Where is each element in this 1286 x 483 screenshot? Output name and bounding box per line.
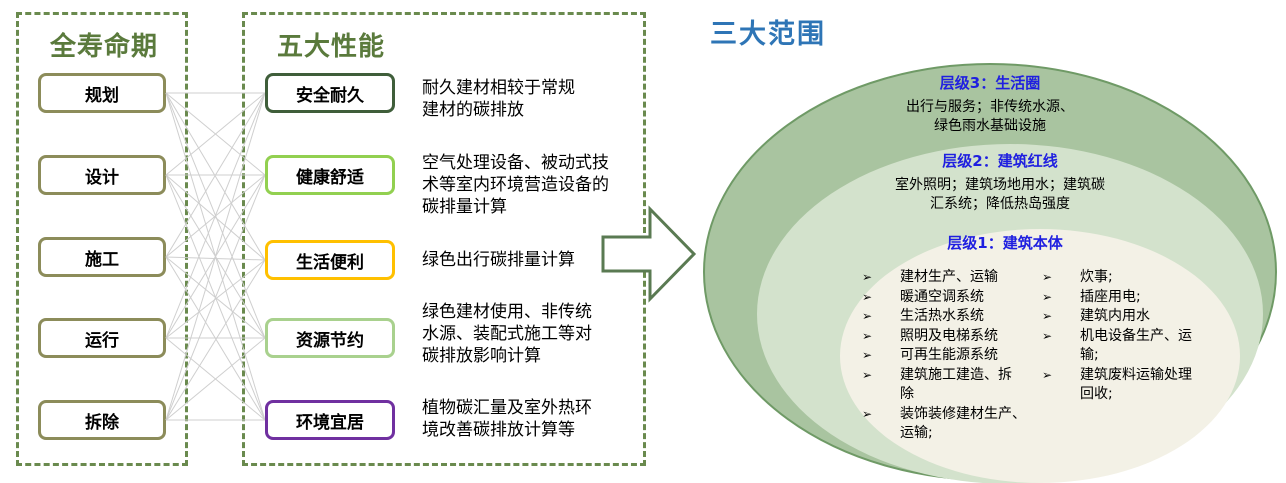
level1-title: 层级1：建筑本体 xyxy=(947,234,1063,252)
bullet-arrow-icon: ➢ xyxy=(862,289,873,304)
level1-right-item: ➢ 建筑内用水 xyxy=(1042,307,1242,327)
level1-left-item: 除 xyxy=(862,385,1052,405)
perf-desc-convenience: 绿色出行碳排量计算 xyxy=(422,250,575,270)
phase-planning: 规划 xyxy=(38,73,166,113)
level2-text: 室外照明；建筑场地用水；建筑碳 汇系统；降低热岛强度 xyxy=(895,177,1105,212)
level1-list-right: ➢ 炊事; ➢ 插座用电; ➢ 建筑内用水 ➢ 机电设备生产、运输; ➢ 建筑废料运输处理回收; xyxy=(1042,268,1242,405)
level1-right-text: 机电设备生产、运 xyxy=(1080,327,1192,344)
level1-ellipse xyxy=(840,229,1240,483)
level1-right-item: 回收; xyxy=(1042,385,1242,405)
level1-left-text: 建材生产、运输 xyxy=(900,269,998,285)
bullet-arrow-icon: ➢ xyxy=(1042,289,1053,304)
level1-left-item: ➢ 照明及电梯系统 xyxy=(862,327,1052,347)
bullet-arrow-icon: ➢ xyxy=(1042,309,1053,323)
bullet-arrow-icon xyxy=(862,424,900,444)
connector-line xyxy=(165,92,266,258)
bullet-arrow-icon: ➢ xyxy=(862,309,873,323)
level1-right-text: 输; xyxy=(1080,347,1099,363)
connector-line xyxy=(165,92,266,421)
level1-left-item: ➢ 建材生产、运输 xyxy=(862,268,1052,288)
phase-operation: 运行 xyxy=(38,318,166,358)
level3-text: 出行与服务；非传统水源、 绿色雨水基础设施 xyxy=(906,99,1074,134)
level1-right-text: 建筑内用水 xyxy=(1080,308,1150,324)
bullet-arrow-icon xyxy=(1042,346,1080,366)
bullet-arrow-icon: ➢ xyxy=(1042,328,1053,343)
bullet-arrow-icon xyxy=(862,385,900,405)
level1-right-item: ➢ 机电设备生产、运 xyxy=(1042,327,1242,347)
bullet-arrow-icon xyxy=(1042,385,1080,405)
level1-left-text: 运输; xyxy=(900,425,933,441)
perf-livable-environment: 环境宜居 xyxy=(265,400,395,440)
bullet-arrow-icon: ➢ xyxy=(1042,367,1053,382)
level1-left-text: 可再生能源系统 xyxy=(900,347,998,363)
connector-line xyxy=(165,337,266,421)
connector-line xyxy=(165,92,266,261)
right-arrow-icon xyxy=(601,205,697,303)
level1-right-text: 插座用电; xyxy=(1080,288,1141,305)
level1-left-item: 运输; xyxy=(862,424,1052,444)
level1-left-item: ➢ 装饰装修建材生产、 xyxy=(862,405,1052,425)
level1-right-item: ➢ 建筑废料运输处理 xyxy=(1042,366,1242,386)
lifecycle-panel xyxy=(16,12,188,466)
level1-right-item: ➢ 插座用电; xyxy=(1042,288,1242,308)
level1-left-text: 生活热水系统 xyxy=(900,308,984,324)
connector-line xyxy=(165,92,266,339)
level2-title: 层级2：建筑红线 xyxy=(942,152,1058,170)
level1-left-text: 暖通空调系统 xyxy=(900,288,984,305)
level1-left-text: 除 xyxy=(900,386,914,402)
lifecycle-title: 全寿命期 xyxy=(50,32,159,62)
perf-desc-resource: 绿色建材使用、非传统 水源、装配式施工等对 碳排放影响计算 xyxy=(422,302,592,366)
level1-right-item: ➢ 炊事; xyxy=(1042,268,1242,288)
bullet-arrow-icon: ➢ xyxy=(862,328,873,343)
perf-desc-safety: 耐久建材相较于常规 建材的碳排放 xyxy=(422,78,575,120)
level1-left-item: ➢ 建筑施工建造、拆 xyxy=(862,366,1052,386)
performance-title: 五大性能 xyxy=(277,32,386,62)
perf-safety-durability: 安全耐久 xyxy=(265,73,395,113)
level1-left-text: 照明及电梯系统 xyxy=(900,327,998,344)
level1-left-item: ➢ 暖通空调系统 xyxy=(862,288,1052,308)
perf-resource-saving: 资源节约 xyxy=(265,318,395,358)
level1-right-item: 输; xyxy=(1042,346,1242,366)
perf-convenience: 生活便利 xyxy=(265,240,395,280)
level1-left-text: 建筑施工建造、拆 xyxy=(900,366,1012,383)
perf-desc-health: 空气处理设备、被动式技 术等室内环境营造设备的 碳排量计算 xyxy=(422,153,609,217)
bullet-arrow-icon: ➢ xyxy=(862,406,873,421)
level1-list-left: ➢ 建材生产、运输 ➢ 暖通空调系统 ➢ 生活热水系统 ➢ 照明及电梯系统 ➢ 可再生能源系统 ➢ 建… xyxy=(862,268,1052,444)
level1-left-text: 装饰装修建材生产、 xyxy=(900,405,1026,422)
scope-title: 三大范围 xyxy=(710,19,826,50)
phase-construction: 施工 xyxy=(38,237,166,277)
perf-desc-environment: 植物碳汇量及室外热环 境改善碳排放计算等 xyxy=(422,398,592,440)
level1-right-text: 回收; xyxy=(1080,386,1113,402)
bullet-arrow-icon: ➢ xyxy=(862,348,873,362)
bullet-arrow-icon: ➢ xyxy=(1042,270,1053,284)
level1-right-text: 建筑废料运输处理 xyxy=(1080,366,1192,383)
phase-demolition: 拆除 xyxy=(38,400,166,440)
perf-health-comfort: 健康舒适 xyxy=(265,155,395,195)
connector-line xyxy=(165,92,266,176)
level1-left-item: ➢ 生活热水系统 xyxy=(862,307,1052,327)
bullet-arrow-icon: ➢ xyxy=(862,270,873,284)
level3-title: 层级3：生活圈 xyxy=(939,74,1041,92)
connector-line xyxy=(165,259,266,421)
level1-right-text: 炊事; xyxy=(1080,269,1113,285)
connector-line xyxy=(165,174,266,261)
connector-line xyxy=(165,256,266,261)
phase-design: 设计 xyxy=(38,155,166,195)
connector-line xyxy=(165,259,266,339)
level1-left-item: ➢ 可再生能源系统 xyxy=(862,346,1052,366)
connector-line xyxy=(165,174,266,421)
bullet-arrow-icon: ➢ xyxy=(862,367,873,382)
